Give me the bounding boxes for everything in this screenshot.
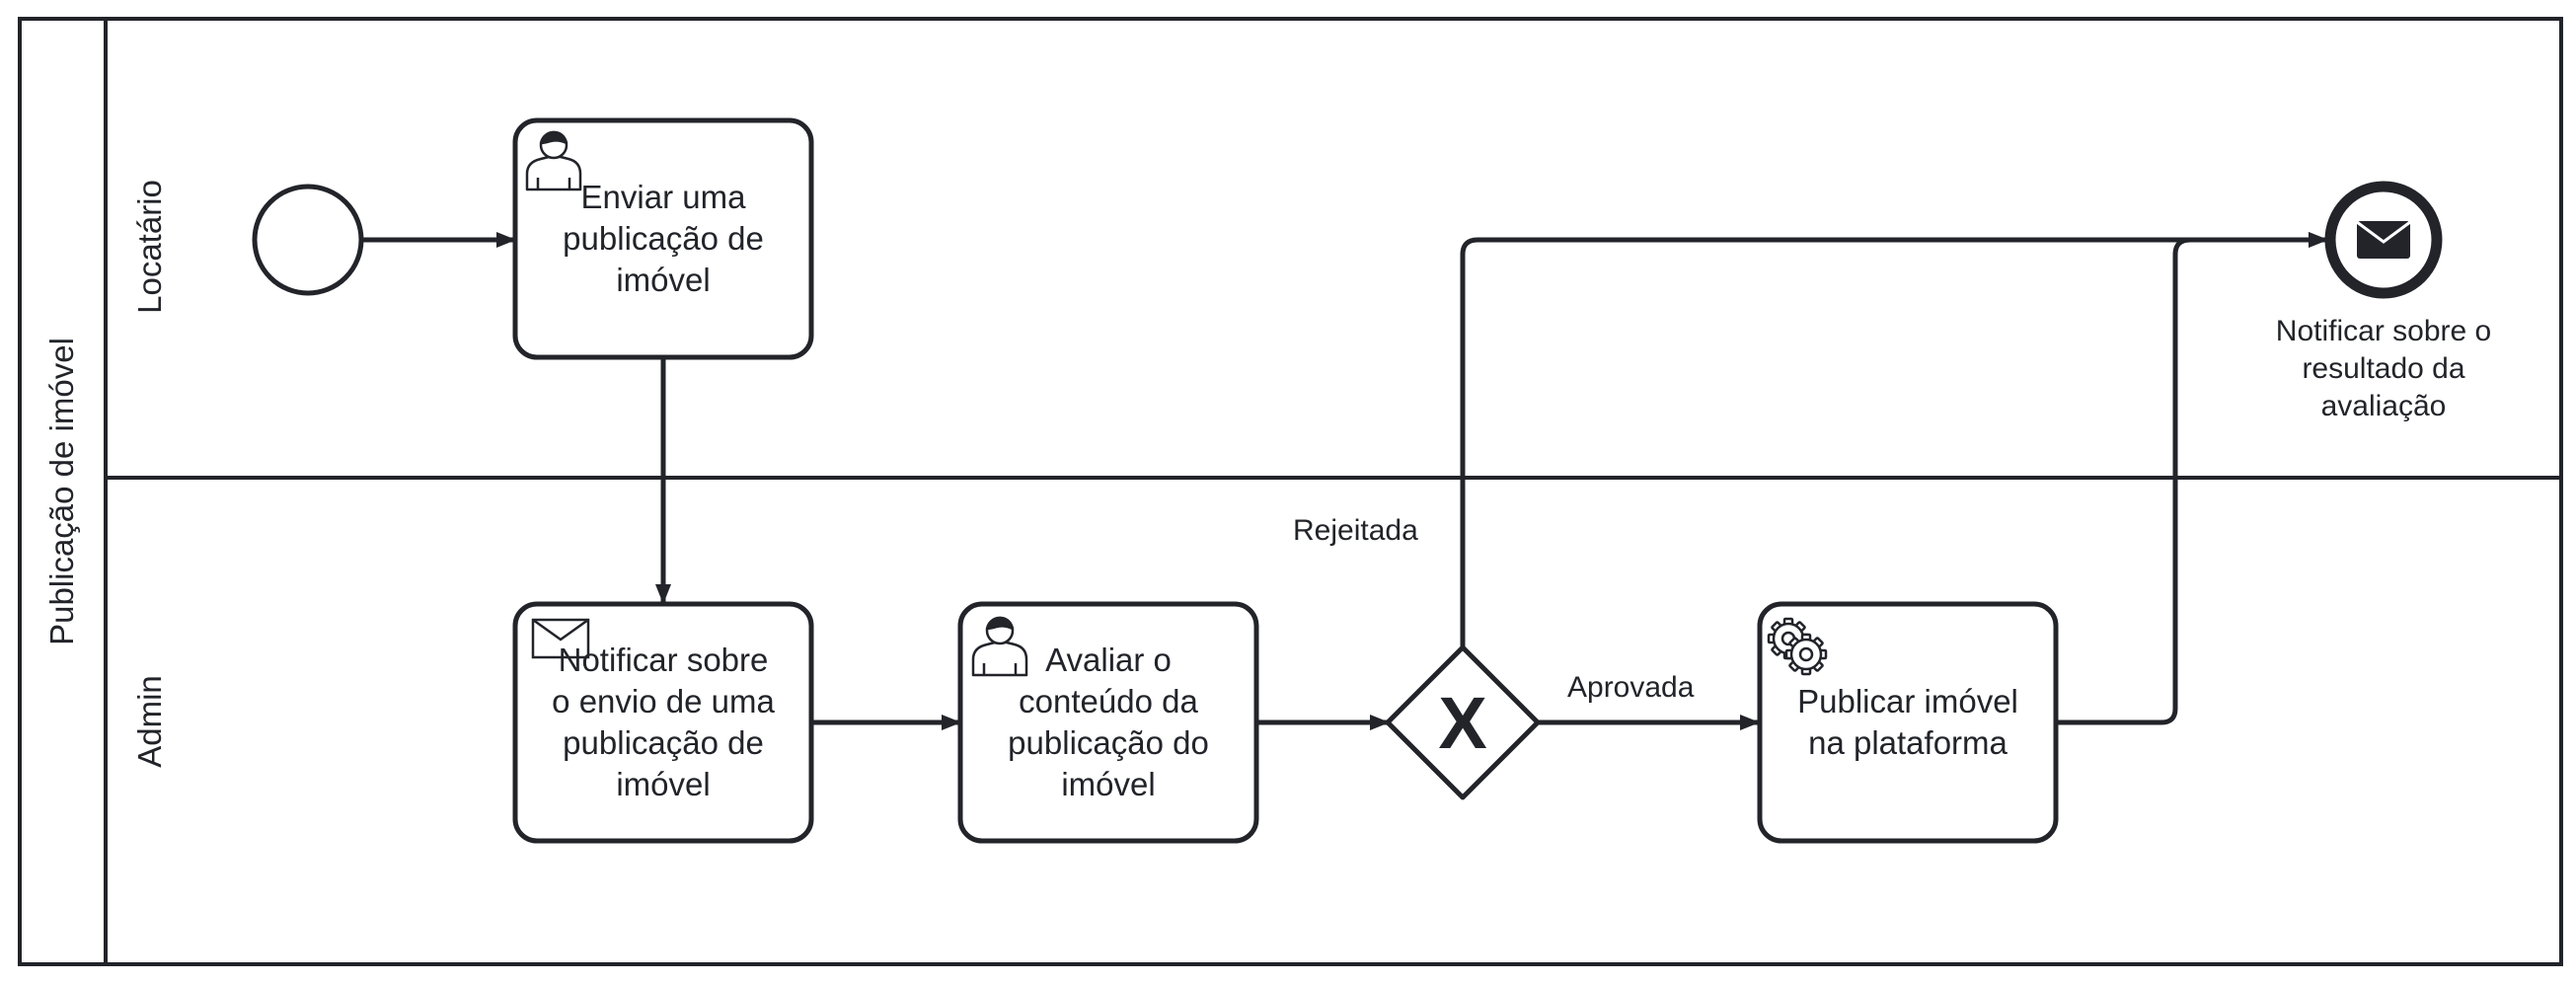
lane-label-admin: Admin [131, 675, 168, 768]
sequence-flows [362, 232, 2328, 730]
task-enviar-box[interactable] [512, 117, 814, 360]
start-event[interactable] [252, 184, 364, 296]
gear-icon [1767, 617, 1828, 676]
pool-label: Publicação de imóvel [43, 338, 80, 645]
gateway-marker: X [1438, 682, 1486, 764]
task-notificar-envio-box[interactable] [512, 601, 814, 844]
task-notificar-envio-label: Notificar sobre o envio de uma publicaçã… [552, 642, 775, 802]
flow-label-rejeitada: Rejeitada [1293, 514, 1418, 547]
user-icon [971, 616, 1028, 677]
task-avaliar-box[interactable] [957, 601, 1259, 844]
lane-label-locatario: Locatário [131, 180, 168, 314]
pool[interactable] [18, 17, 2563, 966]
flow-label-aprovada: Aprovada [1567, 671, 1695, 704]
end-event-label: Notificar sobre o resultado da avaliação [2275, 315, 2492, 422]
exclusive-gateway[interactable] [1385, 644, 1541, 800]
task-publicar-label: Publicar imóvel na plataforma [1797, 683, 2018, 761]
task-enviar-label: Enviar uma publicação de imóvel [563, 179, 764, 298]
task-publicar-box[interactable] [1757, 601, 2059, 844]
user-icon [525, 130, 582, 191]
envelope-icon [531, 618, 590, 659]
task-avaliar-label: Avaliar o conteúdo da publicação do imóv… [1008, 642, 1209, 802]
flow-gateway-rejeitada[interactable] [1460, 232, 2328, 647]
flow-publicar-to-end[interactable] [2056, 232, 2328, 725]
envelope-filled-icon [2356, 220, 2411, 259]
